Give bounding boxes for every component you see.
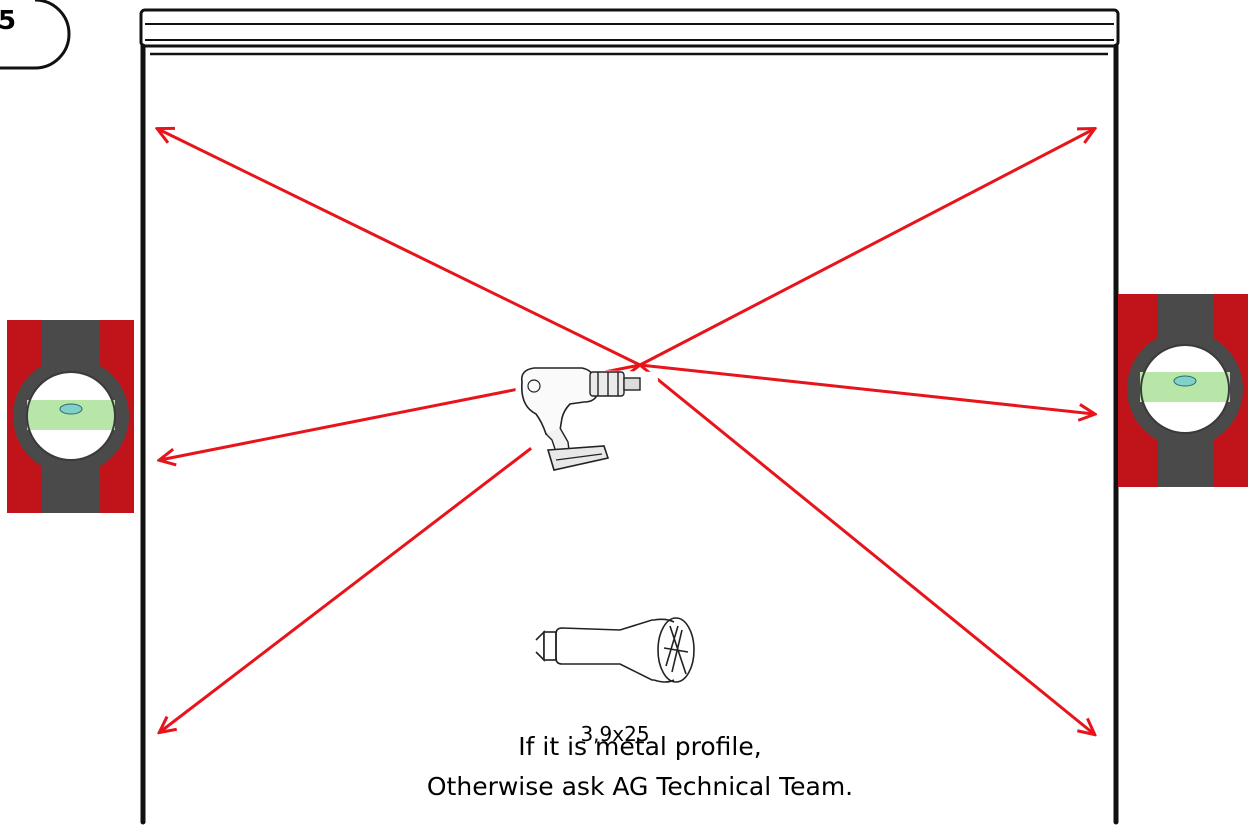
screw-size-label: 3,9x25: [580, 722, 650, 746]
drill-icon: [512, 367, 667, 477]
caption-line-1: If it is metal profile,: [518, 732, 762, 761]
frame-top-rail: [139, 8, 1120, 56]
level-icon: [7, 320, 134, 513]
arrow-top-left: [158, 129, 641, 367]
arrow-top-right: [639, 129, 1094, 367]
step-number: 5: [0, 6, 17, 36]
arrow-bottom-right: [639, 363, 1094, 734]
level-icon: [1118, 294, 1248, 487]
screw-icon: [535, 617, 695, 683]
arrow-mid-right: [639, 363, 1094, 414]
step-circle-icon: [0, 0, 71, 70]
caption-line-2: Otherwise ask AG Technical Team.: [426, 772, 854, 801]
